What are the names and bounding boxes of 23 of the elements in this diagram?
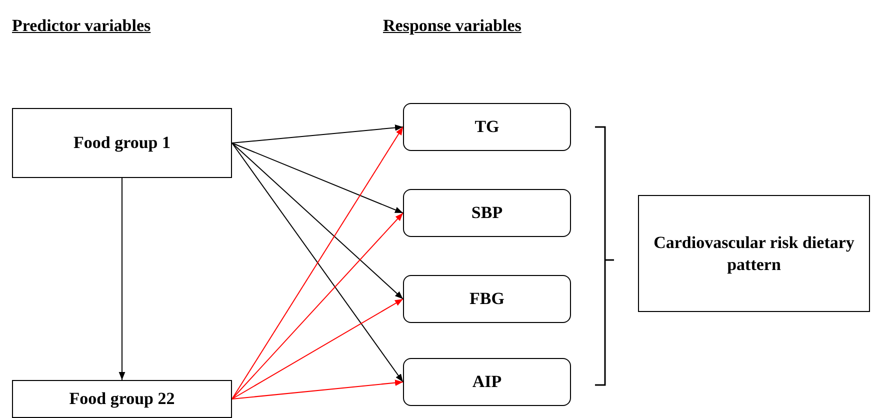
arrow [232,142,404,300]
rounded-box [403,358,571,406]
arrow [232,142,404,214]
node-label: Cardiovascular risk dietary pattern [652,232,856,275]
node-box [638,195,870,312]
arrow [232,380,404,400]
node-label: SBP [470,202,504,224]
node-label: Food group 22 [68,388,176,410]
rounded-box [403,189,571,237]
node-label: Food group 1 [72,132,172,154]
node-box [12,108,232,178]
arrow [232,298,404,400]
node-label: AIP [471,371,503,393]
column-heading: Response variables [383,16,522,36]
arrow [232,124,404,144]
node-label: FBG [468,288,506,310]
rounded-box [403,275,571,323]
arrow [232,212,404,400]
arrow [118,178,126,380]
node-box [12,380,232,418]
rounded-box [403,103,571,151]
node-label: TG [474,116,500,138]
column-heading: Predictor variables [12,16,151,36]
